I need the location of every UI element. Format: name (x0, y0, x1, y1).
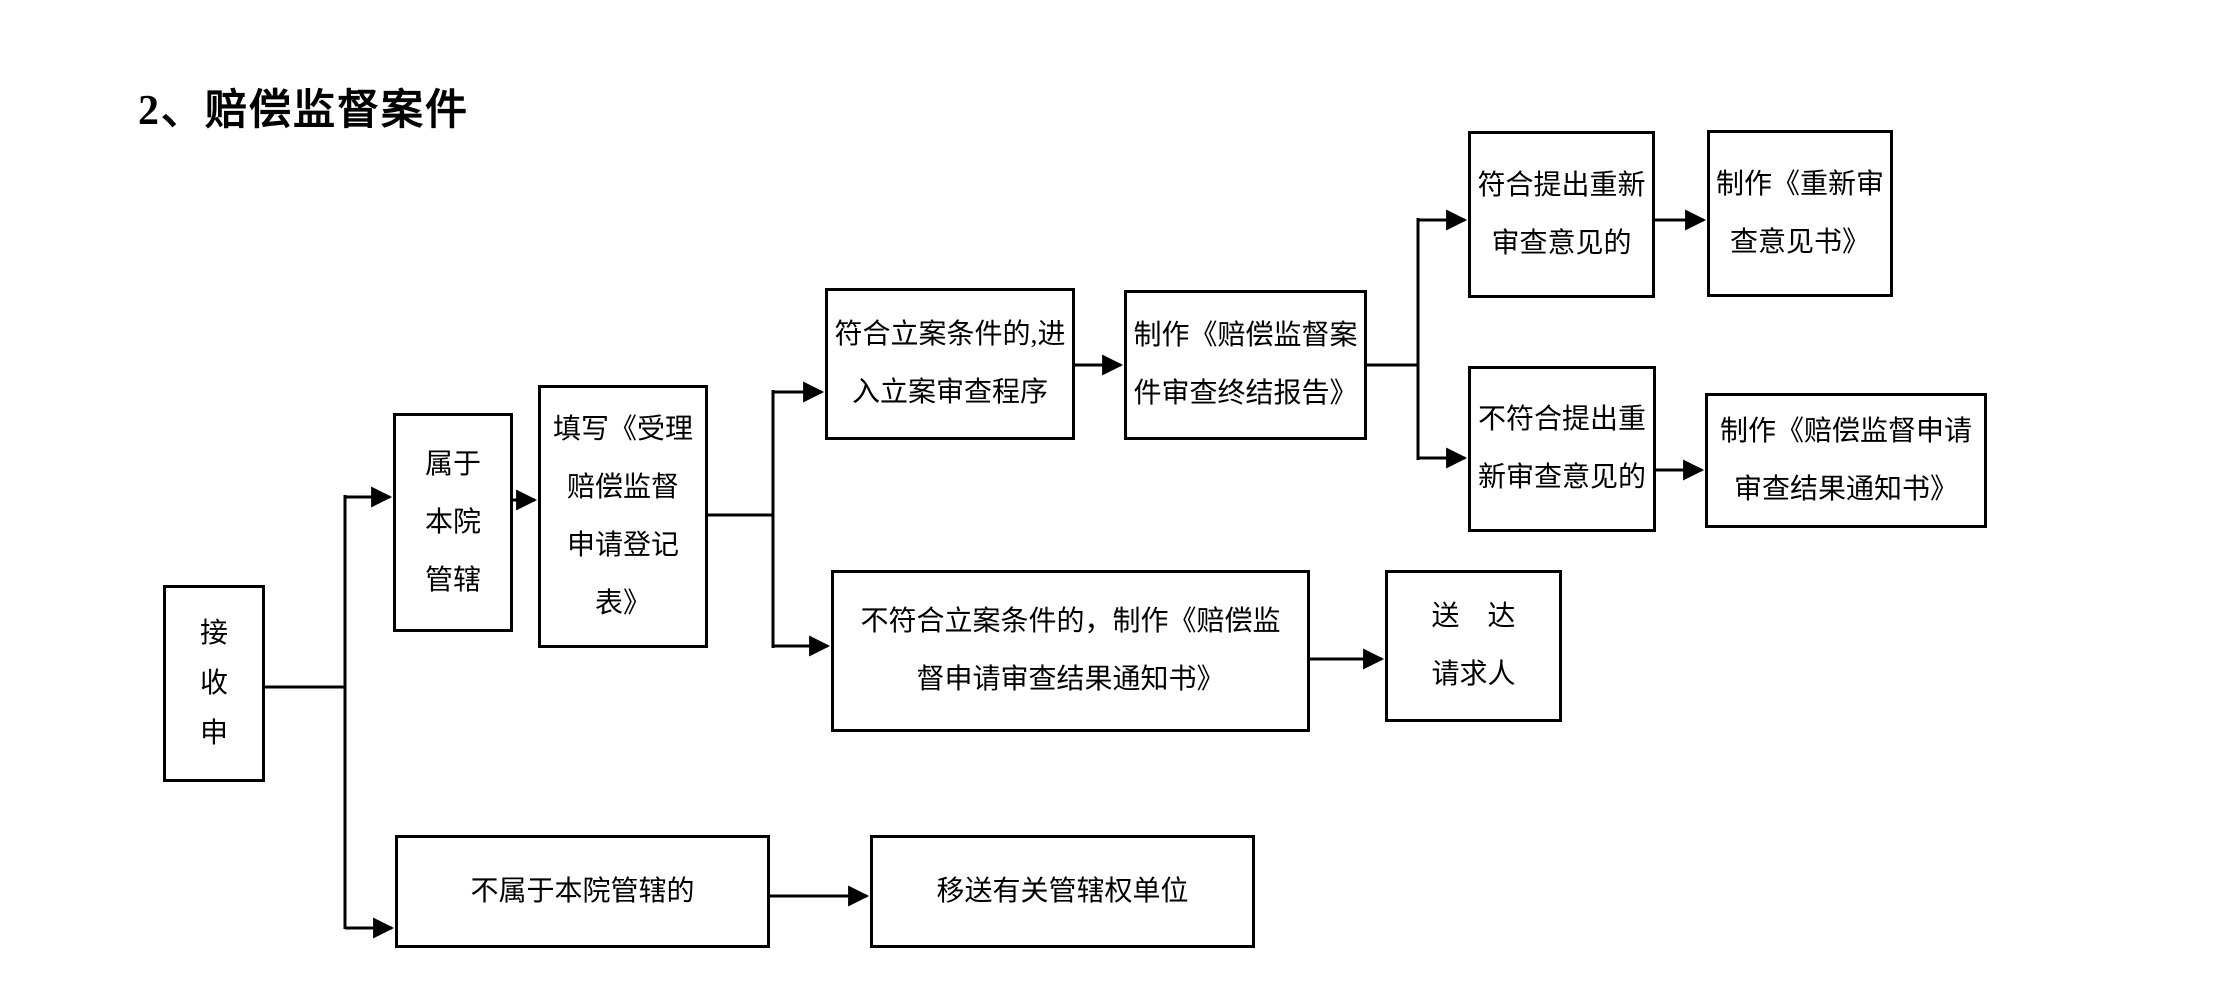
node-receive-application: 接 收 申 (163, 585, 265, 782)
node-within-jurisdiction: 属于 本院 管辖 (393, 413, 513, 632)
node-make-review-result-notice: 制作《赔偿监督申请 审查结果通知书》 (1705, 393, 1987, 528)
node-not-meets-filing-conditions: 不符合立案条件的，制作《赔偿监 督申请审查结果通知书》 (831, 570, 1310, 732)
node-fill-registration-form: 填写《受理 赔偿监督 申请登记 表》 (538, 385, 708, 648)
node-meets-filing-conditions: 符合立案条件的,进 入立案审查程序 (825, 288, 1075, 440)
page-title: 2、赔偿监督案件 (138, 88, 470, 134)
node-transfer-to-jurisdiction-unit: 移送有关管辖权单位 (870, 835, 1255, 948)
node-not-within-jurisdiction: 不属于本院管辖的 (395, 835, 770, 948)
node-not-meets-reexamination-opinion: 不符合提出重 新审查意见的 (1468, 366, 1656, 532)
node-serve-claimant: 送 达 请求人 (1385, 570, 1562, 722)
node-make-case-review-final-report: 制作《赔偿监督案 件审查终结报告》 (1124, 290, 1367, 440)
node-make-reexamination-opinion-doc: 制作《重新审 查意见书》 (1707, 130, 1893, 297)
node-meets-reexamination-opinion: 符合提出重新 审查意见的 (1468, 131, 1655, 298)
